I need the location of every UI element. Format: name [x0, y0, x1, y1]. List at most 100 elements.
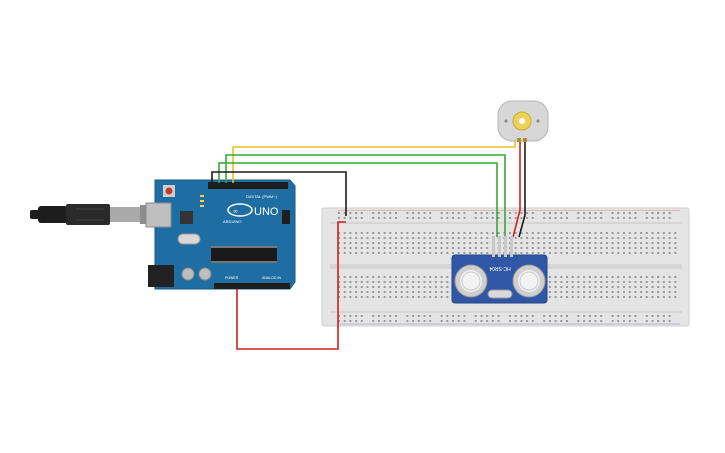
breadboard-hole[interactable] [417, 320, 420, 322]
breadboard-hole[interactable] [389, 212, 392, 214]
breadboard-hole[interactable] [617, 212, 620, 214]
breadboard-hole[interactable] [434, 276, 437, 278]
breadboard-hole[interactable] [423, 237, 426, 239]
breadboard-hole[interactable] [446, 315, 449, 317]
breadboard-hole[interactable] [383, 320, 386, 322]
breadboard-hole[interactable] [400, 291, 403, 293]
breadboard-hole[interactable] [577, 252, 580, 254]
breadboard-hole[interactable] [560, 212, 563, 214]
breadboard-hole[interactable] [389, 296, 392, 298]
breadboard-hole[interactable] [360, 237, 363, 239]
breadboard-hole[interactable] [497, 217, 500, 219]
breadboard-hole[interactable] [628, 252, 631, 254]
breadboard-hole[interactable] [343, 237, 346, 239]
breadboard-hole[interactable] [417, 237, 420, 239]
breadboard-hole[interactable] [628, 276, 631, 278]
breadboard-hole[interactable] [509, 315, 511, 317]
breadboard-hole[interactable] [623, 237, 625, 239]
breadboard-hole[interactable] [412, 232, 415, 234]
breadboard-hole[interactable] [366, 247, 369, 249]
breadboard-hole[interactable] [446, 291, 449, 293]
breadboard-hole[interactable] [417, 212, 420, 214]
breadboard-hole[interactable] [355, 296, 358, 298]
breadboard-hole[interactable] [349, 296, 352, 298]
breadboard-hole[interactable] [486, 237, 489, 239]
breadboard-hole[interactable] [548, 320, 551, 322]
breadboard-hole[interactable] [446, 247, 449, 249]
breadboard-hole[interactable] [560, 242, 563, 244]
breadboard-hole[interactable] [412, 296, 415, 298]
breadboard-hole[interactable] [423, 291, 426, 293]
breadboard-hole[interactable] [457, 232, 460, 234]
breadboard-hole[interactable] [588, 232, 591, 234]
breadboard-hole[interactable] [577, 212, 580, 214]
breadboard-hole[interactable] [566, 296, 568, 298]
breadboard-hole[interactable] [531, 252, 534, 254]
breadboard-hole[interactable] [452, 242, 454, 244]
breadboard-hole[interactable] [486, 252, 489, 254]
breadboard-hole[interactable] [480, 242, 483, 244]
breadboard-hole[interactable] [566, 315, 568, 317]
breadboard-hole[interactable] [531, 237, 534, 239]
breadboard-hole[interactable] [543, 217, 546, 219]
breadboard-hole[interactable] [640, 237, 643, 239]
breadboard-hole[interactable] [406, 320, 409, 322]
breadboard-hole[interactable] [423, 212, 426, 214]
breadboard-hole[interactable] [588, 276, 591, 278]
breadboard-hole[interactable] [571, 296, 574, 298]
breadboard-hole[interactable] [509, 320, 511, 322]
breadboard-hole[interactable] [406, 242, 409, 244]
breadboard-hole[interactable] [594, 296, 597, 298]
breadboard-hole[interactable] [577, 315, 580, 317]
breadboard-hole[interactable] [526, 237, 529, 239]
breadboard-hole[interactable] [355, 232, 358, 234]
breadboard-hole[interactable] [674, 242, 677, 244]
breadboard-hole[interactable] [514, 247, 517, 249]
breadboard-hole[interactable] [383, 212, 386, 214]
breadboard-hole[interactable] [400, 242, 403, 244]
breadboard-hole[interactable] [640, 252, 643, 254]
breadboard-hole[interactable] [372, 286, 375, 288]
breadboard-hole[interactable] [548, 281, 551, 283]
breadboard-hole[interactable] [657, 315, 660, 317]
breadboard-hole[interactable] [577, 242, 580, 244]
breadboard-hole[interactable] [429, 320, 432, 322]
breadboard-hole[interactable] [583, 242, 586, 244]
breadboard-hole[interactable] [588, 217, 591, 219]
breadboard-hole[interactable] [571, 291, 574, 293]
breadboard-hole[interactable] [657, 252, 660, 254]
breadboard-hole[interactable] [611, 247, 614, 249]
breadboard-hole[interactable] [640, 281, 643, 283]
breadboard-hole[interactable] [474, 212, 477, 214]
breadboard-hole[interactable] [417, 296, 420, 298]
breadboard-hole[interactable] [463, 315, 466, 317]
breadboard-hole[interactable] [452, 212, 454, 214]
breadboard-hole[interactable] [395, 281, 397, 283]
breadboard-hole[interactable] [360, 247, 363, 249]
breadboard-hole[interactable] [566, 281, 568, 283]
breadboard-hole[interactable] [474, 247, 477, 249]
breadboard-hole[interactable] [543, 252, 546, 254]
breadboard-hole[interactable] [640, 276, 643, 278]
breadboard-hole[interactable] [338, 252, 340, 254]
breadboard-hole[interactable] [423, 217, 426, 219]
breadboard-hole[interactable] [486, 217, 489, 219]
breadboard-hole[interactable] [554, 252, 557, 254]
breadboard-hole[interactable] [617, 247, 620, 249]
breadboard-hole[interactable] [446, 286, 449, 288]
breadboard-hole[interactable] [434, 232, 437, 234]
breadboard-hole[interactable] [452, 315, 454, 317]
breadboard-hole[interactable] [651, 217, 654, 219]
breadboard-hole[interactable] [480, 212, 483, 214]
breadboard-hole[interactable] [360, 242, 363, 244]
breadboard-hole[interactable] [377, 247, 380, 249]
breadboard-hole[interactable] [406, 291, 409, 293]
breadboard-hole[interactable] [617, 286, 620, 288]
breadboard-hole[interactable] [588, 315, 591, 317]
breadboard-hole[interactable] [434, 296, 437, 298]
breadboard-hole[interactable] [594, 291, 597, 293]
breadboard-hole[interactable] [360, 320, 363, 322]
breadboard-hole[interactable] [662, 212, 665, 214]
breadboard-hole[interactable] [640, 291, 643, 293]
breadboard-hole[interactable] [560, 247, 563, 249]
